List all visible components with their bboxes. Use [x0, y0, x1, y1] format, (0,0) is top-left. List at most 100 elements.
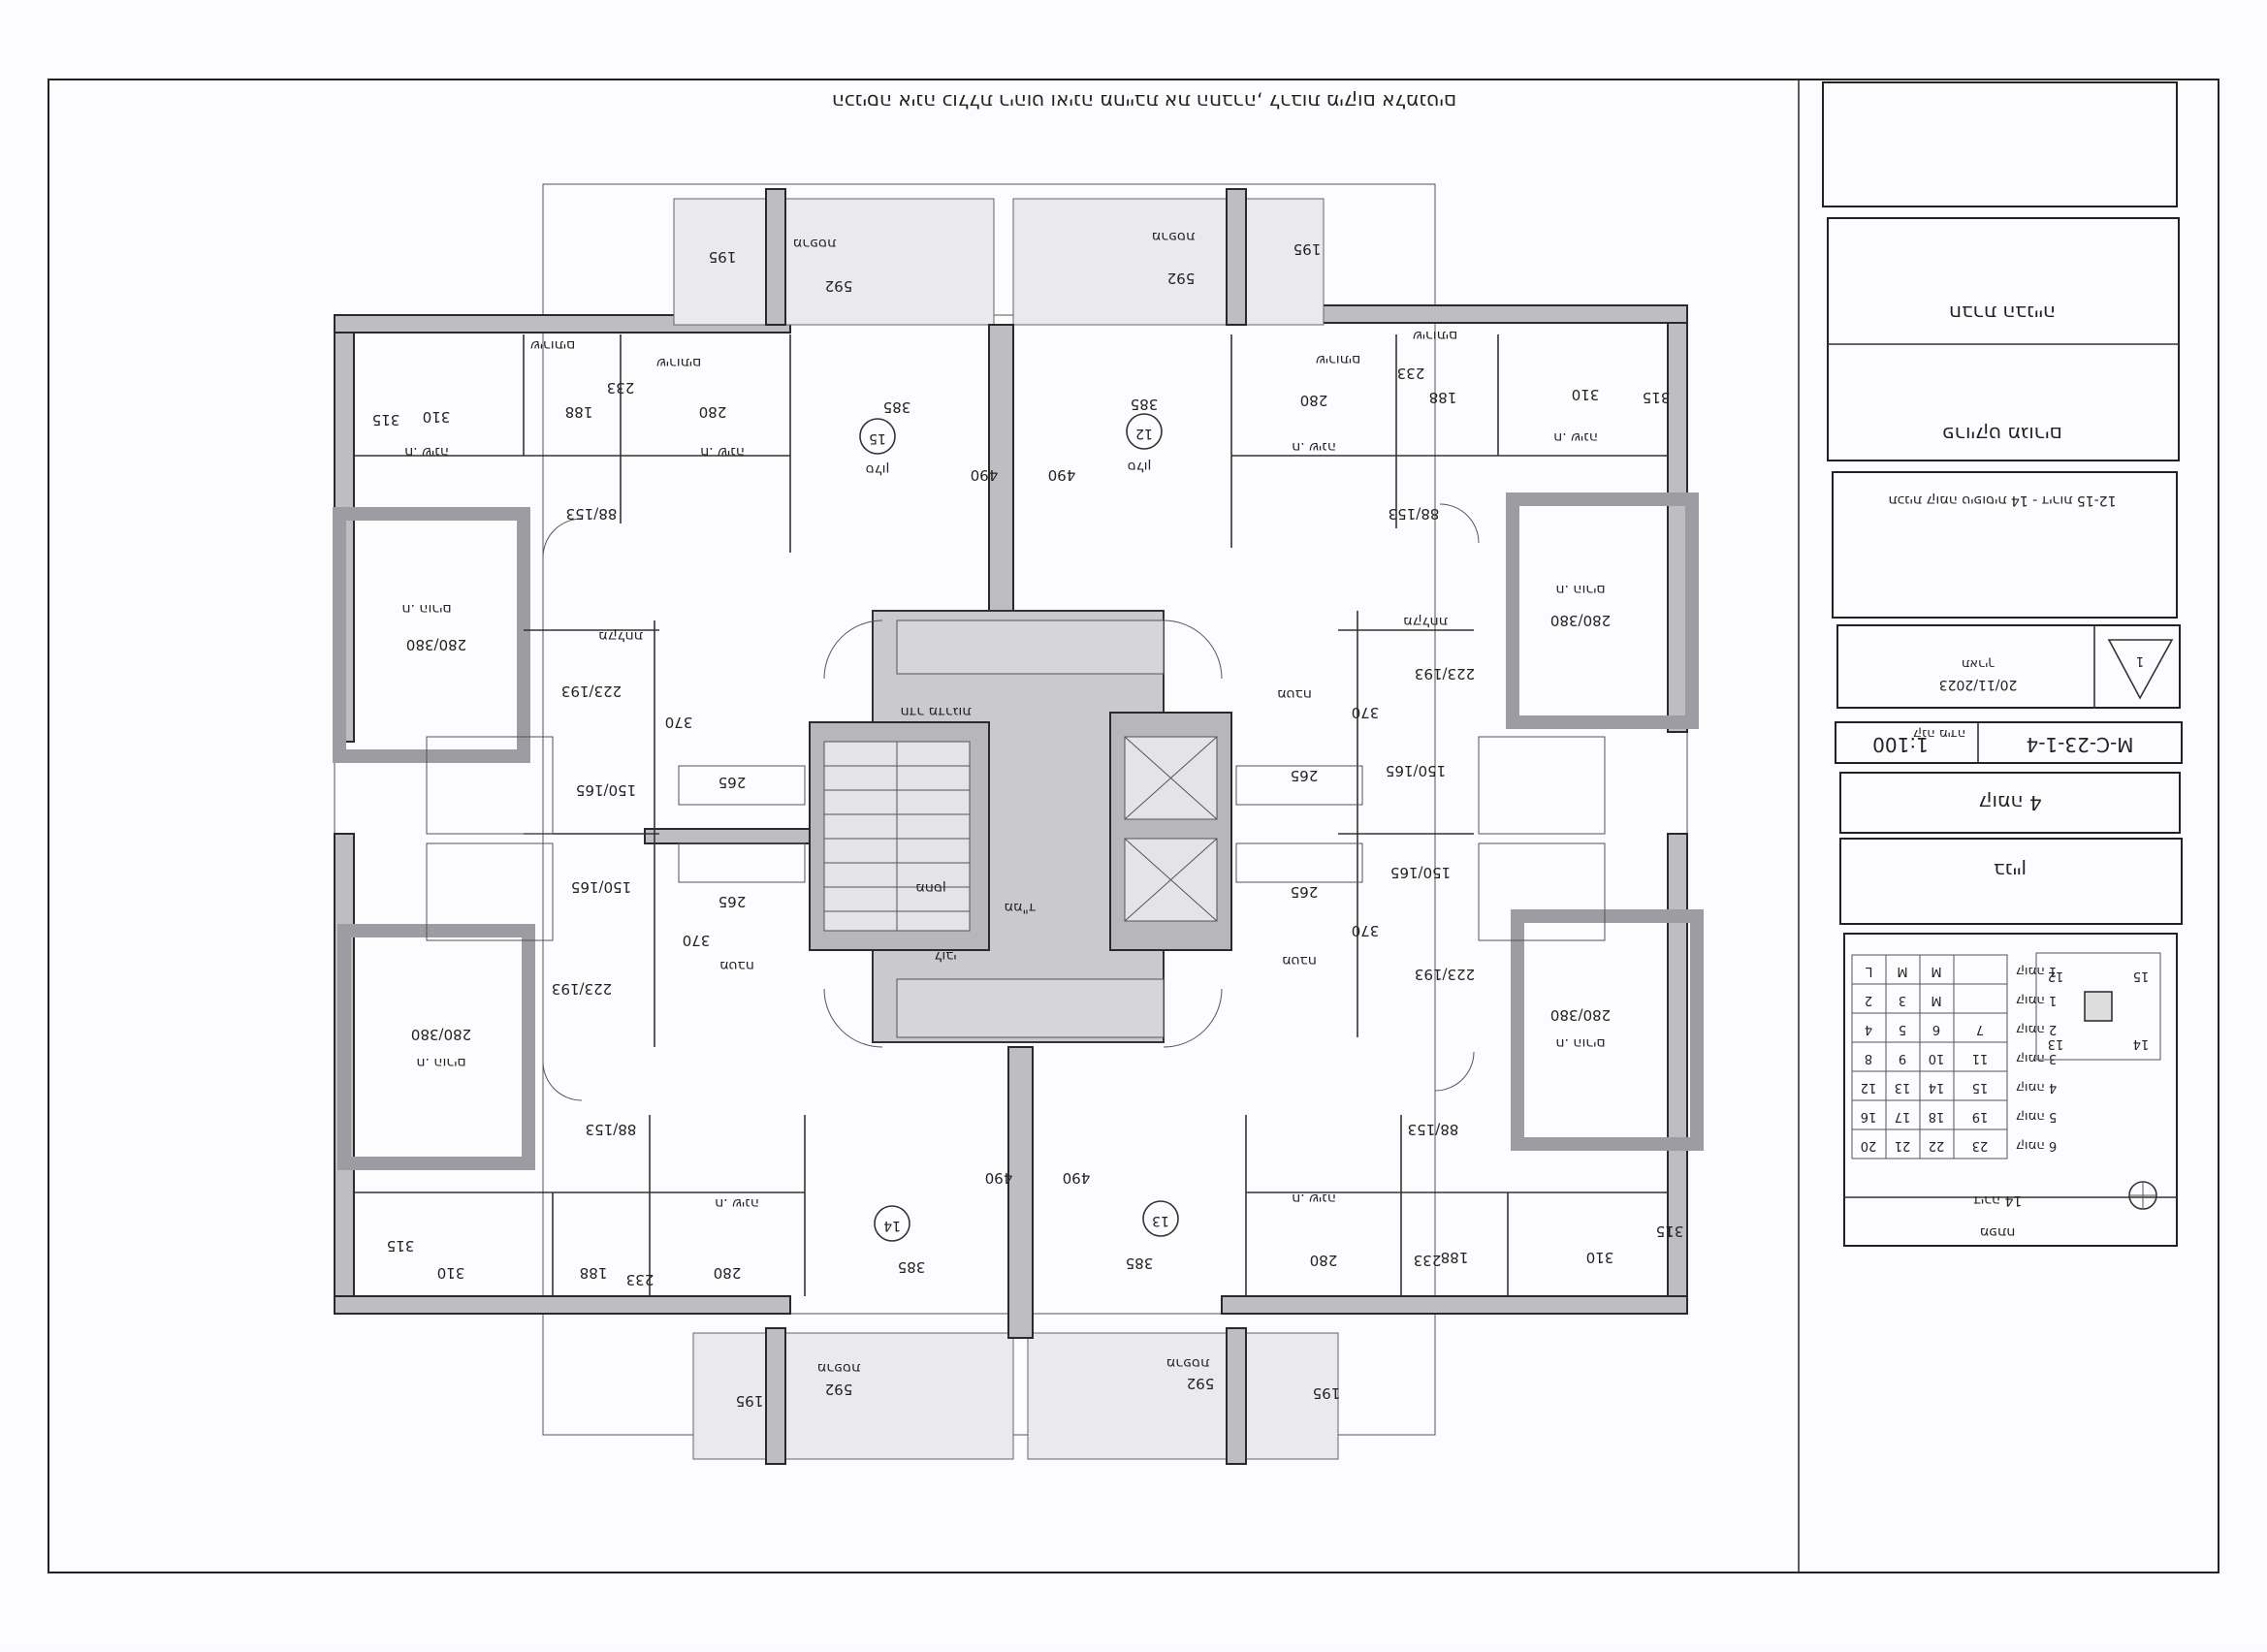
title-description-box [1832, 471, 2178, 619]
building-core [809, 610, 1232, 1043]
floor-table: L M M קומה 1 2 3 M קומה 1 4 5 6 7 קומה 2… [1851, 954, 2058, 1160]
room-label-master-d: ח. הורים [1555, 1035, 1605, 1051]
dimensions: 385 385 385 385 490 490 490 490 280 280 … [372, 240, 1684, 1410]
room-label-mamad: ממ"ד [1004, 900, 1036, 915]
room-label-kitchen-c: מטבח [1277, 686, 1312, 702]
title-company-box [1827, 217, 2180, 461]
room-label-balcony-c: מרפסת [817, 1360, 860, 1376]
dim-280-a: 280 [699, 403, 727, 421]
title-apt-label: דירה 14 [1973, 1192, 2022, 1208]
room-label-bedroom-b: ח. שינה [700, 444, 745, 460]
dim-150-165-c: 150/165 [571, 878, 631, 896]
title-date: 20/11/2023 [1939, 677, 2018, 692]
unit-number-14: 14 [883, 1218, 901, 1233]
dim-310-a: 310 [423, 408, 451, 426]
floor-cell: 3 [1899, 993, 1906, 1007]
room-label-living-a: סלון [866, 461, 890, 477]
dim-265-a: 265 [718, 774, 747, 791]
dim-280-d: 280 [1310, 1252, 1338, 1269]
title-project: פרויקט מגורים [1942, 423, 2062, 446]
dim-88-153-d: 88/153 [1408, 1121, 1459, 1138]
room-label-bedroom-a: ח. שינה [404, 444, 449, 460]
dim-315-d: 315 [1656, 1223, 1684, 1240]
floor-cell: 7 [1976, 1022, 1984, 1036]
room-label-bedroom-d: ח. שינה [1553, 429, 1598, 445]
dim-385-d: 385 [1126, 1255, 1154, 1272]
dim-385-c: 385 [898, 1258, 926, 1276]
room-label-kitchen-b: מטבח [1282, 953, 1317, 969]
title-building-box [1839, 838, 2183, 925]
title-scale: 1:100 [1872, 733, 1929, 756]
floor-cell: M [1931, 993, 1941, 1007]
dim-315-a: 315 [372, 411, 400, 429]
floor-cell: 16 [1861, 1109, 1877, 1124]
unit-markers: 15 12 14 13 [859, 413, 1179, 1242]
dim-490-d: 490 [1063, 1169, 1091, 1187]
dim-265-b: 265 [1291, 767, 1319, 784]
dim-195-b: 195 [1293, 240, 1322, 258]
floor-cell: 14 [1929, 1080, 1945, 1095]
title-description: תכנית קומה טיפוסית 14 - דירות 12-15 [1888, 492, 2116, 508]
floor-cell: 19 [1972, 1109, 1989, 1124]
title-drawing-no: M-C-23-1-4 [2027, 733, 2134, 756]
unit-number-12: 12 [1135, 426, 1153, 441]
floor-cell: 21 [1895, 1138, 1911, 1153]
unit-number-15: 15 [869, 430, 886, 446]
floor-row-label-6: קומה 6 [2016, 1138, 2058, 1153]
dim-490-b: 490 [1048, 466, 1076, 484]
dim-592-b: 592 [1167, 270, 1196, 287]
dim-592-a: 592 [825, 277, 853, 295]
title-scale-label: קנה מידה [1913, 726, 1965, 741]
room-label-bedroom-f: ח. שינה [1292, 1191, 1336, 1206]
dim-188-c: 188 [580, 1264, 608, 1282]
floor-cell: 22 [1929, 1138, 1945, 1153]
room-label-service-b: שירותים [1413, 328, 1457, 343]
door-swings [542, 503, 1480, 1101]
floor-cell: 6 [1932, 1022, 1940, 1036]
dim-88-153-a: 88/153 [566, 505, 618, 523]
room-label-master-c: ח. הורים [416, 1055, 465, 1070]
dim-195-a: 195 [709, 248, 737, 266]
dim-233-c: 233 [626, 1271, 655, 1288]
title-key-plan-label: מפתח [1980, 1224, 2016, 1240]
title-floor-box [1839, 772, 2181, 834]
dim-310-d: 310 [1586, 1249, 1614, 1266]
dim-188-a: 188 [565, 403, 593, 421]
key-plan-tr: 15 [2133, 969, 2150, 983]
key-plan-bl: 13 [2048, 1036, 2064, 1051]
dim-195-d: 195 [1313, 1384, 1341, 1402]
floor-cell: 2 [1865, 993, 1872, 1007]
room-label-shower-a: מקלחת [598, 628, 643, 644]
dim-223-193-c: 223/193 [552, 980, 612, 998]
floor-cell: 10 [1929, 1051, 1945, 1065]
room-label-master-a: ח. הורים [401, 601, 451, 617]
room-label-storage: מחסן [915, 880, 946, 896]
room-partitions [354, 334, 1668, 1296]
title-number-box [1835, 721, 2183, 764]
dim-195-c: 195 [736, 1392, 764, 1410]
floor-row-label-4: קומה 4 [2016, 1080, 2058, 1095]
dim-280-b: 280 [1300, 392, 1328, 409]
dim-280-c: 280 [714, 1264, 742, 1282]
dim-385-a: 385 [883, 398, 911, 416]
dim-223-193-b: 223/193 [1415, 665, 1475, 683]
room-label-balcony-d: מרפסת [1166, 1355, 1209, 1371]
key-plan-br: 14 [2133, 1036, 2150, 1051]
floor-cell: 15 [1972, 1080, 1989, 1095]
title-logo-box [1822, 81, 2178, 207]
room-label-balcony-b: מרפסת [1152, 229, 1195, 244]
dim-265-c: 265 [718, 893, 747, 910]
room-label-bedroom-e: ח. שינה [715, 1195, 759, 1211]
key-plan: 12 15 13 14 [2035, 952, 2161, 1061]
sheet-border [48, 79, 2219, 1573]
room-label-stairs: חדר מדרגות [901, 704, 972, 719]
unit-number-13: 13 [1152, 1213, 1169, 1228]
room-label-balcony-a: מרפסת [793, 236, 836, 251]
floor-cell: 18 [1929, 1109, 1945, 1124]
floor-table-box [1843, 933, 2178, 1247]
floor-cell: 23 [1972, 1138, 1989, 1153]
dim-150-165-d: 150/165 [1390, 864, 1451, 881]
room-label-kitchen-a: מטבח [719, 958, 754, 973]
